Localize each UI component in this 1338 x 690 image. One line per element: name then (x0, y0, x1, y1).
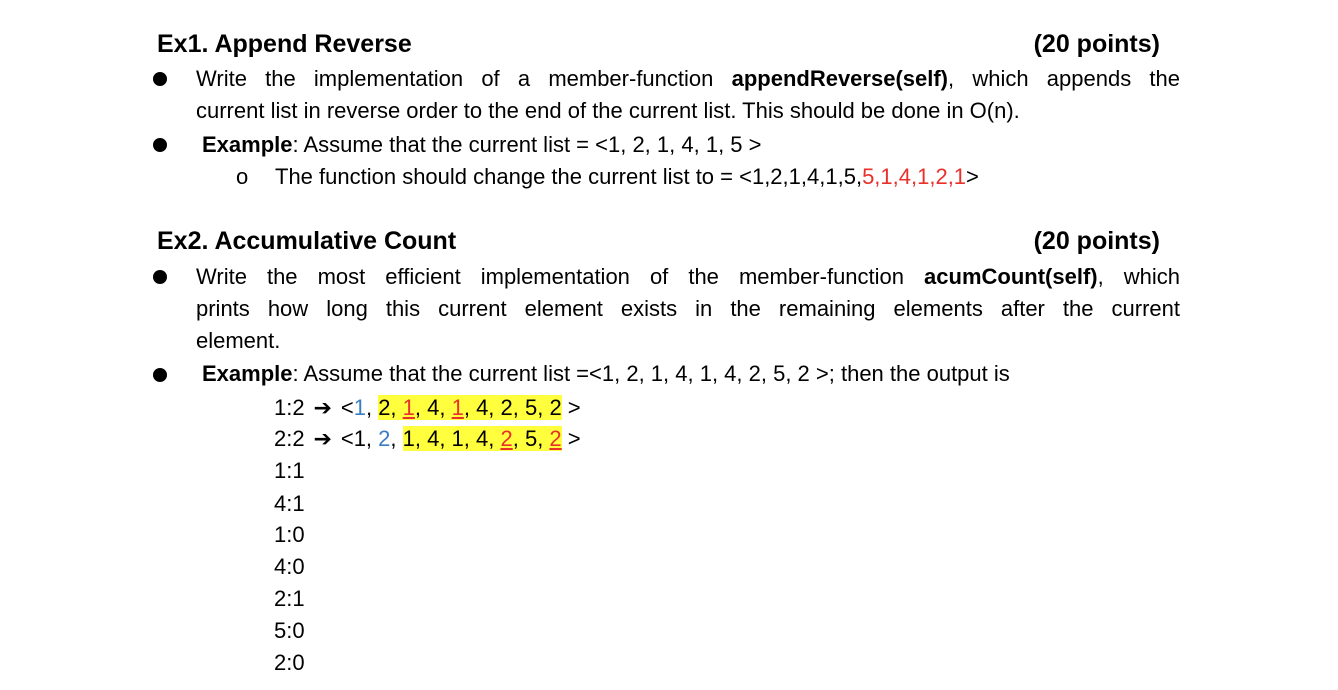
ex2-bullet1-line1: Write the most efficient implementation … (196, 264, 1180, 289)
ex1-title: Ex1. Append Reverse (157, 30, 412, 58)
matched-element: 1 (402, 395, 415, 420)
output-line: 4:0 (274, 554, 305, 579)
highlighted-remaining: 2, 1, 4, 1, 4, 2, 5, 2 (378, 395, 562, 420)
output-label: 1:2 (274, 395, 305, 420)
ex1-sub-example: The function should change the current l… (275, 164, 979, 189)
arrow-right-icon: ➔ (313, 426, 332, 451)
output-line: 5:0 (274, 618, 305, 643)
bullet-icon (153, 72, 167, 86)
ex1-bullet1-line2: current list in reverse order to the end… (196, 98, 1020, 123)
ex2-heading: Ex2. Accumulative Count (20 points) (157, 225, 1160, 257)
ex2-title: Ex2. Accumulative Count (157, 227, 457, 255)
current-element: 2 (378, 426, 391, 451)
output-line: 1:1 (274, 458, 305, 483)
ex2-bullet1-line3: element. (196, 328, 281, 353)
ex1-points: (20 points) (1033, 30, 1160, 58)
matched-element: 2 (500, 426, 513, 451)
arrow-right-icon: ➔ (313, 395, 332, 420)
ex2-function-name: acumCount(self) (924, 264, 1098, 289)
output-line: 1:0 (274, 522, 305, 547)
bullet-icon (153, 138, 167, 152)
ex1-bullet1-line1: Write the implementation of a member-fun… (196, 66, 1180, 91)
ex2-bullet1-line2: prints how long this current element exi… (196, 296, 1180, 321)
sub-bullet-marker: o (236, 164, 249, 189)
matched-element: 2 (549, 426, 562, 451)
ex2-example-label: Example (202, 361, 293, 386)
ex1-bullet1-text: Write the implementation of a member-fun… (196, 63, 1180, 127)
ex2-example: Example: Assume that the current list =<… (202, 359, 1010, 389)
output-line: 2:1 (274, 586, 305, 611)
ex1-function-name: appendReverse(self) (731, 66, 949, 91)
output-line-2: 2:2 ➔ <1, 2, 1, 4, 1, 4, 2, 5, 2 > (274, 424, 581, 454)
ex1-example-text: : Assume that the current list = <1, 2, … (292, 132, 762, 157)
ex2-example-text: : Assume that the current list =<1, 2, 1… (292, 361, 1010, 386)
ex1-example-label: Example (202, 132, 293, 157)
output-line: 2:0 (274, 650, 305, 675)
current-element: 1 (353, 395, 366, 420)
output-line-1: 1:2 ➔ <1, 2, 1, 4, 1, 4, 2, 5, 2 > (274, 393, 581, 423)
ex2-points: (20 points) (1033, 227, 1160, 255)
ex1-heading: Ex1. Append Reverse (20 points) (157, 28, 1160, 60)
bullet-icon (153, 368, 167, 382)
highlighted-remaining: 1, 4, 1, 4, 2, 5, 2 (402, 426, 562, 451)
bullet-icon (153, 270, 167, 284)
ex1-reversed-part: 5,1,4,1,2,1 (862, 164, 967, 189)
matched-element: 1 (451, 395, 464, 420)
output-line: 4:1 (274, 491, 305, 516)
output-label: 2:2 (274, 426, 305, 451)
ex1-example: Example: Assume that the current list = … (202, 130, 761, 160)
ex2-bullet1-text: Write the most efficient implementation … (196, 261, 1180, 357)
